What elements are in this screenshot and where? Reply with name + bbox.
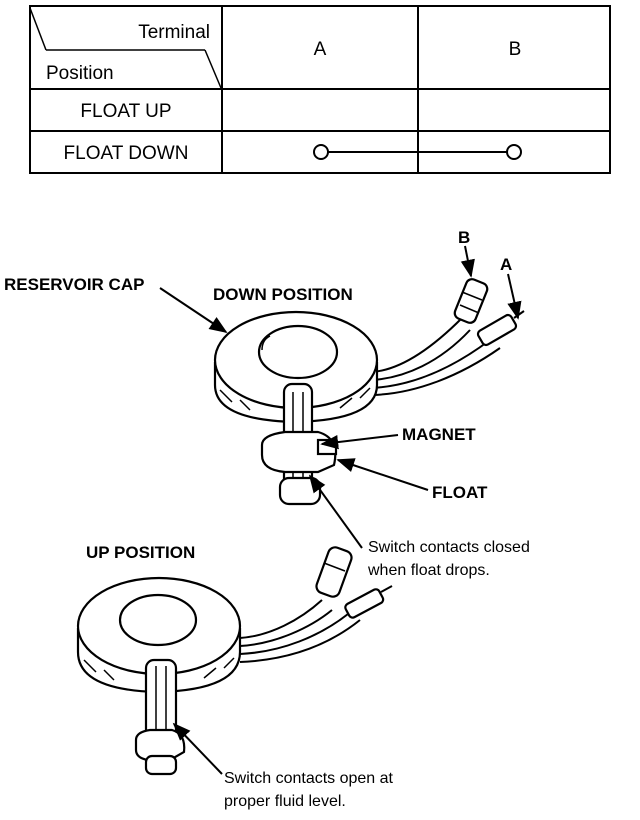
- wire-harness-up: [239, 546, 393, 663]
- leader-contacts-open: [172, 722, 223, 775]
- reservoir-cap-up-assembly: [76, 546, 393, 776]
- label-down-position: DOWN POSITION: [213, 285, 353, 304]
- leader-contacts-closed: [308, 474, 363, 549]
- connector-b-down: [453, 278, 489, 324]
- label-terminal-b: B: [458, 228, 470, 247]
- header-position: Position: [46, 63, 114, 84]
- label-reservoir-cap: RESERVOIR CAP: [4, 275, 144, 294]
- header-diagonal-upper: [29, 7, 47, 51]
- note-open-line1: Switch contacts open at: [224, 770, 394, 787]
- wire-harness-down: [371, 278, 525, 396]
- label-terminal-a: A: [500, 255, 512, 274]
- label-up-position: UP POSITION: [86, 543, 195, 562]
- label-float: FLOAT: [432, 483, 488, 502]
- header-diagonal-lower: [204, 49, 222, 89]
- note-closed-line2: when float drops.: [367, 562, 490, 579]
- note-open-line2: proper fluid level.: [224, 793, 346, 810]
- label-magnet: MAGNET: [402, 425, 476, 444]
- row-float-up: FLOAT UP: [80, 101, 171, 122]
- header-terminal: Terminal: [138, 22, 210, 43]
- continuity-table: Terminal Position A B FLOAT UP FLOAT DOW…: [29, 5, 611, 174]
- leader-float: [336, 458, 429, 491]
- leader-magnet: [320, 434, 399, 450]
- reservoir-cap-down-assembly: [213, 278, 525, 506]
- connector-a-up: [344, 585, 393, 619]
- column-b: B: [509, 39, 522, 60]
- row-float-down: FLOAT DOWN: [64, 143, 189, 164]
- leader-terminal-b: [460, 245, 475, 278]
- note-closed-line1: Switch contacts closed: [368, 539, 530, 556]
- leader-reservoir-cap: [159, 287, 228, 333]
- leader-terminal-a: [507, 273, 522, 320]
- connector-b-up: [315, 546, 353, 598]
- column-a: A: [314, 39, 327, 60]
- continuity-mark-float-down: [313, 144, 522, 160]
